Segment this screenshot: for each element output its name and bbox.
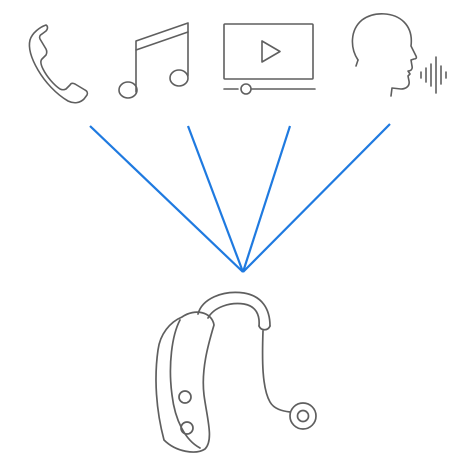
connector-video (241, 125, 292, 273)
phone-icon (28, 24, 89, 104)
hearing-aid-icon (155, 291, 317, 453)
connector-phone (89, 125, 244, 273)
speaking-head-icon (351, 13, 447, 97)
connector-voice (242, 123, 391, 273)
connector-lines (89, 123, 391, 273)
video-player-icon (223, 23, 316, 95)
music-note-icon (118, 22, 189, 99)
connector-music (186, 125, 245, 273)
